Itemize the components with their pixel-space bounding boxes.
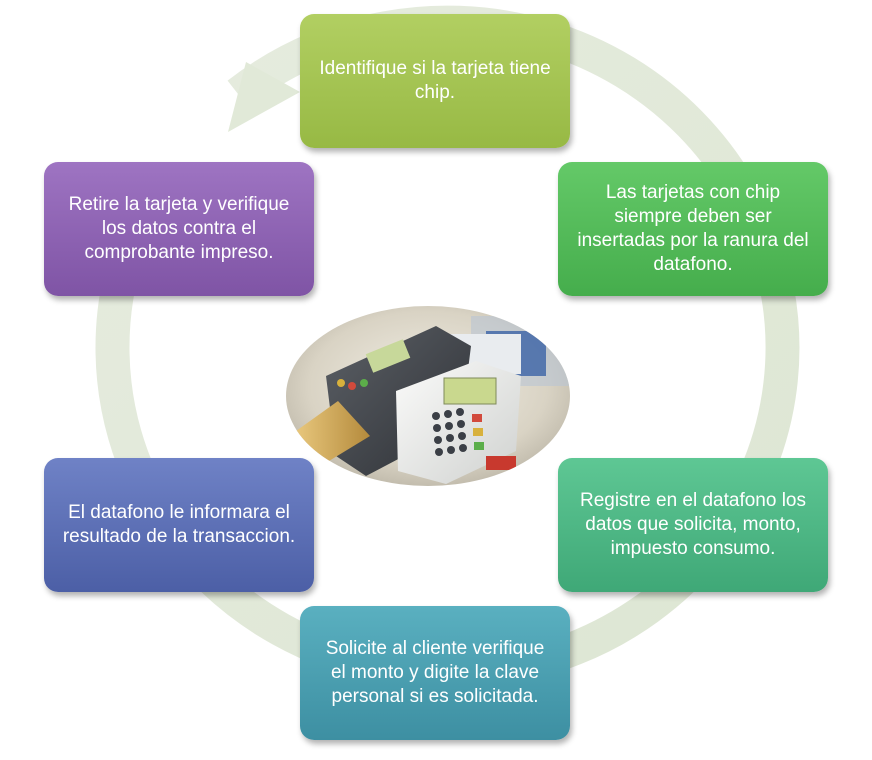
step-customer-pin: Solicite al cliente verifique el monto y… [300,606,570,740]
step-text: Las tarjetas con chip siempre deben ser … [577,182,809,275]
step-text: Retire la tarjeta y verifique los datos … [68,194,290,263]
step-text: Registre en el datafono los datos que so… [579,490,807,559]
cycle-arrow-head [228,62,300,132]
card-terminal-image [286,306,570,486]
step-text: Solicite al cliente verifique el monto y… [325,638,545,707]
step-register-data: Registre en el datafono los datos que so… [558,458,828,592]
step-insert-chip-card: Las tarjetas con chip siempre deben ser … [558,162,828,296]
step-text: Identifique si la tarjeta tiene chip. [319,58,551,103]
step-transaction-result: El datafono le informara el resultado de… [44,458,314,592]
step-identify-chip: Identifique si la tarjeta tiene chip. [300,14,570,148]
step-remove-card-verify: Retire la tarjeta y verifique los datos … [44,162,314,296]
step-text: El datafono le informara el resultado de… [62,502,296,547]
